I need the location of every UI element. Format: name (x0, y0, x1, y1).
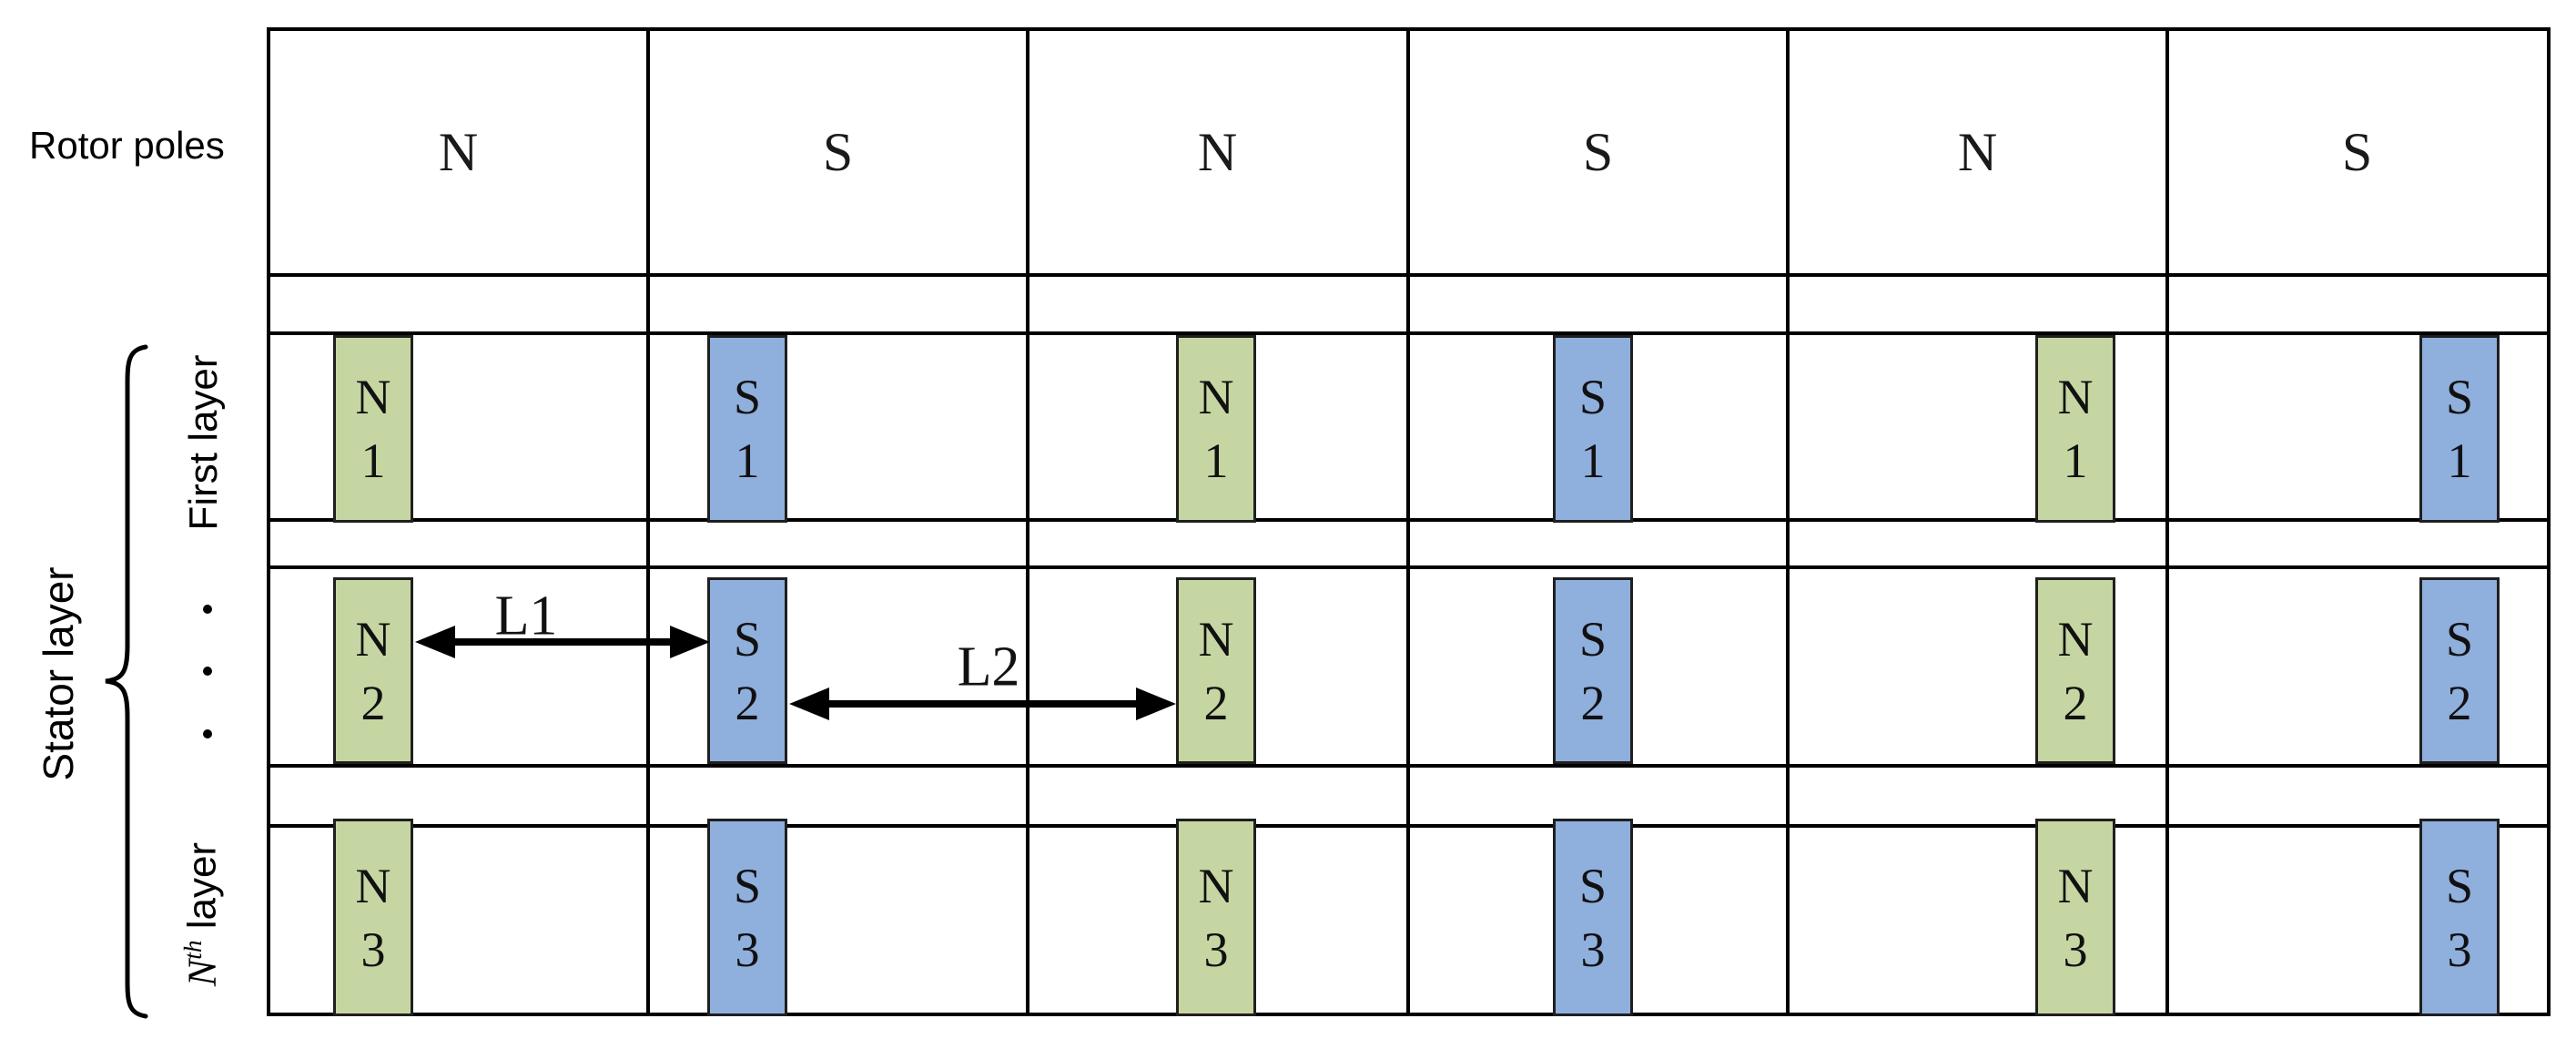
rotor-pole-cell: S (2341, 121, 2373, 182)
middle-layers-ellipsis-dot (203, 667, 212, 676)
nth-layer-sup: th (178, 940, 207, 960)
nth-layer-label: Nth layer (179, 842, 226, 986)
magnet-num: 2 (2447, 675, 2472, 730)
magnet-pole: N (355, 858, 391, 913)
magnet-num: 3 (735, 922, 760, 977)
magnet-pole: S (1578, 858, 1607, 913)
row-divider (269, 518, 2549, 522)
rotor-pole-cell: N (1197, 121, 1238, 182)
magnet-pole: N (355, 611, 391, 667)
magnet-num: 2 (2063, 675, 2088, 730)
row-divider (269, 824, 2549, 828)
magnet-num: 1 (1580, 433, 1606, 488)
middle-layers-ellipsis-dot (203, 729, 212, 738)
magnet-pole: N (355, 370, 391, 424)
magnet-pole: N (1198, 611, 1234, 667)
magnet-num: 2 (735, 675, 760, 730)
first-layer-label: First layer (181, 354, 226, 531)
magnet-pole: N (2057, 611, 2094, 667)
magnet-pole: S (2445, 858, 2474, 913)
stator-layer-label: Stator layer (35, 566, 82, 781)
row-divider (269, 764, 2549, 768)
magnet-num: 1 (2063, 433, 2088, 488)
row-divider (269, 565, 2549, 569)
magnet-pole: S (2445, 370, 2474, 424)
magnet-num: 3 (1580, 922, 1606, 977)
magnet-pole: S (1578, 370, 1607, 424)
magnet-pole: N (1198, 858, 1234, 913)
magnet-pole: N (2057, 858, 2094, 913)
rotor-pole-cell: S (1582, 121, 1614, 182)
magnet-num: 2 (1580, 675, 1606, 730)
rotor-pole-cell: N (438, 121, 479, 182)
magnet-num: 1 (2447, 433, 2472, 488)
magnet-num: 2 (1203, 675, 1229, 730)
rotor-pole-cell: N (1957, 121, 1998, 182)
magnet-pole: N (2057, 370, 2094, 424)
row-divider (269, 331, 2549, 335)
rotor-poles-label: Rotor poles (29, 124, 225, 167)
magnet-num: 1 (360, 433, 386, 488)
l2-dimension-label: L2 (957, 636, 1020, 698)
magnet-pole: S (733, 858, 762, 913)
magnet-num: 1 (735, 433, 760, 488)
magnet-num: 3 (2063, 922, 2088, 977)
magnet-num: 3 (360, 922, 386, 977)
nth-layer-n: N (179, 959, 225, 987)
rotor-pole-cell: S (822, 121, 854, 182)
magnet-pole: S (2445, 611, 2474, 667)
magnet-pole: S (733, 370, 762, 424)
row-divider (269, 273, 2549, 277)
magnet-num: 1 (1203, 433, 1229, 488)
l1-dimension-label: L1 (494, 585, 558, 647)
nth-layer-rest: layer (179, 841, 225, 941)
magnet-pole: N (1198, 370, 1234, 424)
magnet-num: 3 (2447, 922, 2472, 977)
magnet-pole: S (733, 611, 762, 667)
magnet-pole: S (1578, 611, 1607, 667)
magnet-num: 3 (1203, 922, 1229, 977)
middle-layers-ellipsis-dot (203, 605, 212, 614)
magnet-num: 2 (360, 675, 386, 730)
